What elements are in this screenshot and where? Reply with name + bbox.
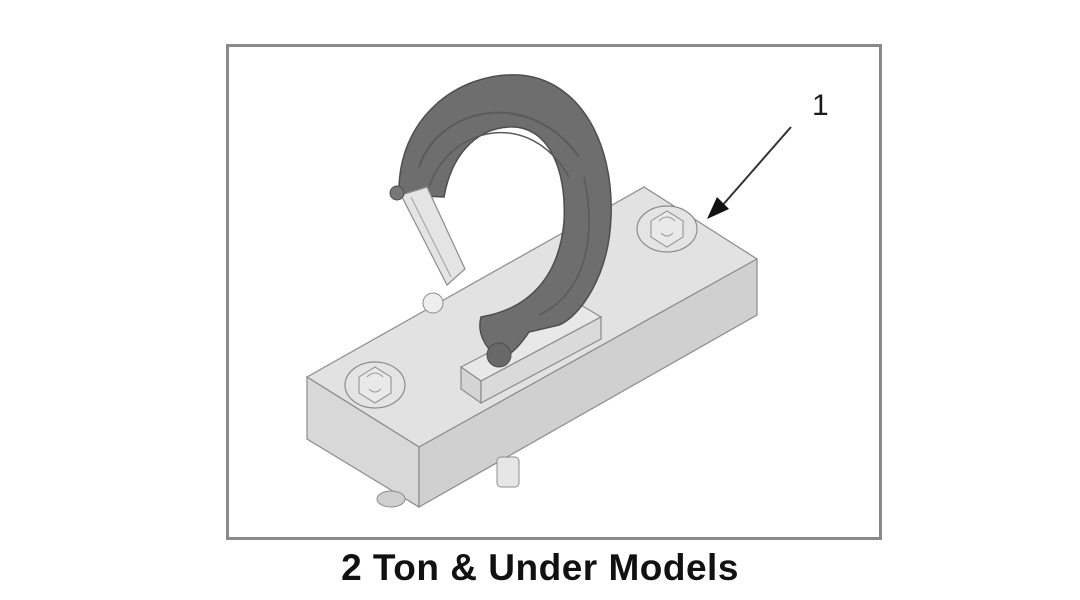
arrow-icon xyxy=(707,126,792,219)
callout-number: 1 xyxy=(812,89,829,122)
bolt-icon xyxy=(636,205,698,253)
figure-caption: 2 Ton & Under Models xyxy=(341,547,739,588)
hook-icon xyxy=(389,74,612,368)
bolt-icon xyxy=(344,361,406,409)
hook-assembly-illustration xyxy=(305,74,792,509)
figure-frame: 1 xyxy=(226,44,882,540)
